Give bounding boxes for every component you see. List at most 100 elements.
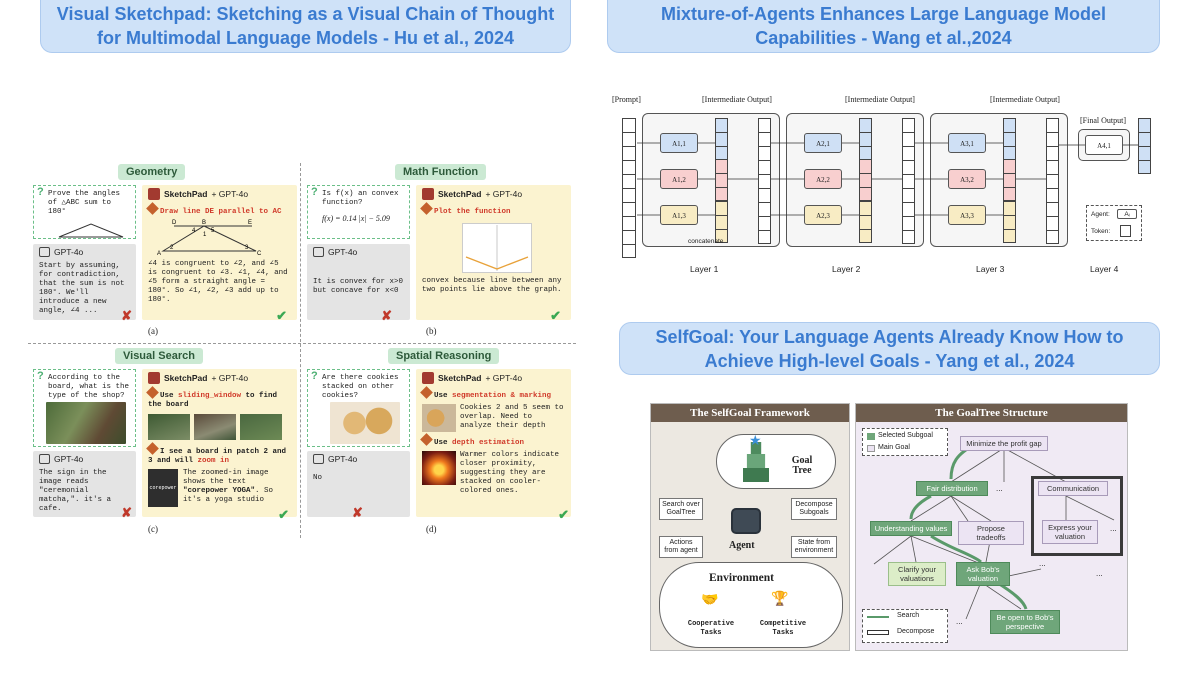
label-c: C bbox=[257, 251, 262, 257]
gpt-suffix-label: + GPT-4o bbox=[211, 372, 249, 383]
pencil-icon bbox=[146, 202, 159, 215]
star-icon: ★ bbox=[749, 432, 762, 448]
action-c-pre: Use bbox=[160, 392, 179, 400]
gpt-header: GPT-4o bbox=[39, 454, 130, 464]
correct-icon: ✔ bbox=[558, 507, 569, 522]
legend-search-label: Search bbox=[897, 612, 920, 619]
answer-c-post: . So it's a yoga studio bbox=[183, 487, 274, 504]
cookies-image bbox=[330, 402, 400, 444]
agent-a41: A4,1 bbox=[1085, 135, 1123, 155]
banner-selfgoal-line2: Achieve High-level Goals - Yang et al., … bbox=[704, 350, 1075, 371]
answer-c-quote: "corepower YOGA" bbox=[183, 487, 256, 495]
gpt-answer-a-text: Start by assuming, for contradiction, th… bbox=[39, 262, 125, 315]
agent-a11: A1,1 bbox=[660, 133, 698, 153]
sketchpad-header: SketchPad+ GPT-4o bbox=[148, 188, 291, 200]
goal-tree-label: Goal Tree bbox=[791, 455, 813, 476]
agent-a13: A1,3 bbox=[660, 205, 698, 225]
node-propose: Propose tradeoffs bbox=[958, 521, 1024, 545]
token-col-l2-out bbox=[902, 118, 915, 244]
token-col-l1-r bbox=[715, 159, 728, 201]
step2-c-tool: zoom in bbox=[197, 457, 230, 465]
gpt-label: GPT-4o bbox=[328, 453, 358, 464]
robot-icon bbox=[313, 454, 324, 464]
depth-map-image bbox=[422, 451, 456, 485]
label-2: 2 bbox=[170, 245, 174, 251]
goaltree-title: The GoalTree Structure bbox=[856, 404, 1127, 422]
ellipsis-2: ... bbox=[1110, 524, 1117, 533]
function-formula: f(x) = 0.14 |x| − 5.09 bbox=[322, 214, 390, 223]
gpt-suffix-label: + GPT-4o bbox=[485, 372, 523, 383]
sign-text: corepower bbox=[149, 484, 177, 491]
sketchpad-answer-b: SketchPad+ GPT-4o Plot the function conv… bbox=[416, 185, 571, 323]
pencil-icon bbox=[420, 433, 433, 446]
agent-label: Agent bbox=[729, 540, 755, 551]
agent-a31: A3,1 bbox=[948, 133, 986, 153]
action-c-post: to find the board bbox=[148, 392, 278, 409]
sketchpad-label: SketchPad bbox=[438, 188, 482, 199]
correct-icon: ✔ bbox=[550, 308, 561, 323]
token-col-l1-b bbox=[715, 118, 728, 160]
framework-panel: The SelfGoal Framework ★ Goal Tree Searc… bbox=[650, 403, 850, 651]
action2-d-tool: depth estimation bbox=[452, 439, 525, 447]
horizontal-divider bbox=[28, 343, 576, 344]
legend-top: Selected Subgoal Main Goal bbox=[862, 428, 948, 456]
pencil-icon bbox=[146, 442, 159, 455]
banner-moa: Mixture-of-Agents Enhances Large Languag… bbox=[607, 0, 1160, 53]
sketchpad-action-b: Plot the function bbox=[420, 202, 565, 217]
agent-robot-icon bbox=[731, 508, 761, 534]
triangle-small-diagram bbox=[58, 223, 124, 238]
sketchpad-action2-d: Use depth estimation bbox=[420, 433, 565, 448]
legend-selected-label: Selected Subgoal bbox=[878, 432, 933, 439]
step2-c-pre: I see a board in patch 2 and 3 and will bbox=[148, 448, 287, 465]
agent-a21: A2,1 bbox=[804, 133, 842, 153]
question-d: ? Are there cookies stacked on other coo… bbox=[307, 369, 410, 447]
sketchpad-header: SketchPad+ GPT-4o bbox=[422, 188, 565, 200]
search-arrow-icon bbox=[867, 616, 889, 618]
competitive-tasks-label: Competitive Tasks bbox=[759, 620, 807, 637]
node-understanding: Understanding values bbox=[870, 521, 952, 536]
sketchpad-label: SketchPad bbox=[164, 188, 208, 199]
question-b-text: Is f(x) an convex function? bbox=[322, 190, 399, 207]
agent-a33: A3,3 bbox=[948, 205, 986, 225]
sketchpad-logo-icon bbox=[148, 372, 160, 384]
concatenate-label: concatenate bbox=[688, 238, 724, 245]
sketchpad-logo-icon bbox=[148, 188, 160, 200]
pencil-icon bbox=[420, 202, 433, 215]
gpt-suffix-label: + GPT-4o bbox=[485, 188, 523, 199]
environment-label: Environment bbox=[709, 572, 774, 584]
selfgoal-diagram: The SelfGoal Framework ★ Goal Tree Searc… bbox=[650, 403, 1128, 651]
agent-a22: A2,2 bbox=[804, 169, 842, 189]
gpt-answer-c: GPT-4o The sign in the image reads "cere… bbox=[33, 451, 136, 519]
agent-a23: A2,3 bbox=[804, 205, 842, 225]
legend-main-label: Main Goal bbox=[878, 444, 910, 451]
sketchpad-label: SketchPad bbox=[438, 372, 482, 383]
question-c: ? According to the board, what is the ty… bbox=[33, 369, 136, 447]
gpt-header: GPT-4o bbox=[313, 247, 404, 257]
sketchpad-logo-icon bbox=[422, 188, 434, 200]
sketchpad-step1-d: Cookies 2 and 5 seem to overlap. Need to… bbox=[460, 404, 564, 430]
banner-selfgoal: SelfGoal: Your Language Agents Already K… bbox=[619, 322, 1160, 375]
gpt-label: GPT-4o bbox=[54, 246, 84, 257]
legend-agent-symbol: Aᵢ bbox=[1117, 209, 1137, 219]
label-5: 5 bbox=[211, 228, 215, 234]
intermediate-label-1: [Intermediate Output] bbox=[702, 95, 772, 104]
patch-2-image bbox=[194, 414, 236, 440]
sketchpad-action-d: Use segmentation & marking bbox=[420, 386, 565, 401]
sketchpad-header: SketchPad+ GPT-4o bbox=[422, 372, 565, 384]
token-col-l2-b bbox=[859, 118, 872, 160]
legend-token-symbol bbox=[1120, 225, 1131, 237]
moa-diagram: [Prompt] [Intermediate Output] [Intermed… bbox=[610, 95, 1160, 277]
gpt-answer-b-text: It is convex for x>0 but concave for x<0 bbox=[313, 278, 404, 295]
sketchpad-label: SketchPad bbox=[164, 372, 208, 383]
layer-4-label: Layer 4 bbox=[1090, 264, 1119, 274]
correct-icon: ✔ bbox=[278, 507, 289, 522]
token-col-l3-y bbox=[1003, 201, 1016, 243]
node-clarify: Clarify your valuations bbox=[888, 562, 946, 586]
sketchpad-answer-b-text: convex because line between any two poin… bbox=[422, 277, 562, 294]
caption-c: (c) bbox=[148, 524, 158, 534]
final-tokens bbox=[1138, 118, 1151, 174]
patch-images bbox=[148, 414, 291, 440]
pencil-icon bbox=[146, 386, 159, 399]
banner-sketchpad-line1: Visual Sketchpad: Sketching as a Visual … bbox=[56, 3, 555, 24]
sketchpad-figure: Geometry ? Prove the angles of △ABC sum … bbox=[28, 158, 576, 543]
